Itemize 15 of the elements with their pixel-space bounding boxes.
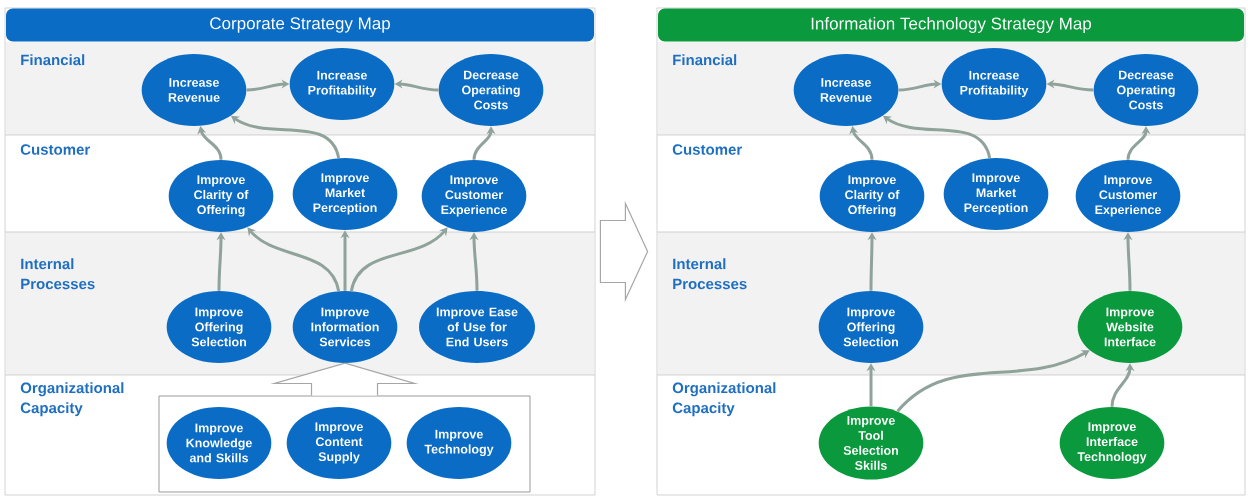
group-box [158,395,531,493]
perspective-label: Customer [672,144,742,155]
perspective-label: Financial [21,54,85,66]
perspective-label: Financial [673,54,737,66]
perspective-label: Internal Processes [21,258,95,290]
perspective-label: Organizational Capacity [672,382,776,417]
block-arrow [270,362,419,397]
perspective-label: Internal Processes [673,258,747,290]
perspective-label: Organizational Capacity [20,382,124,417]
arrow [247,227,341,292]
arrow [469,232,479,291]
perspective-label: Customer [20,144,90,155]
arrow [349,227,448,292]
arrow [896,350,1090,413]
block-arrow [599,200,649,303]
